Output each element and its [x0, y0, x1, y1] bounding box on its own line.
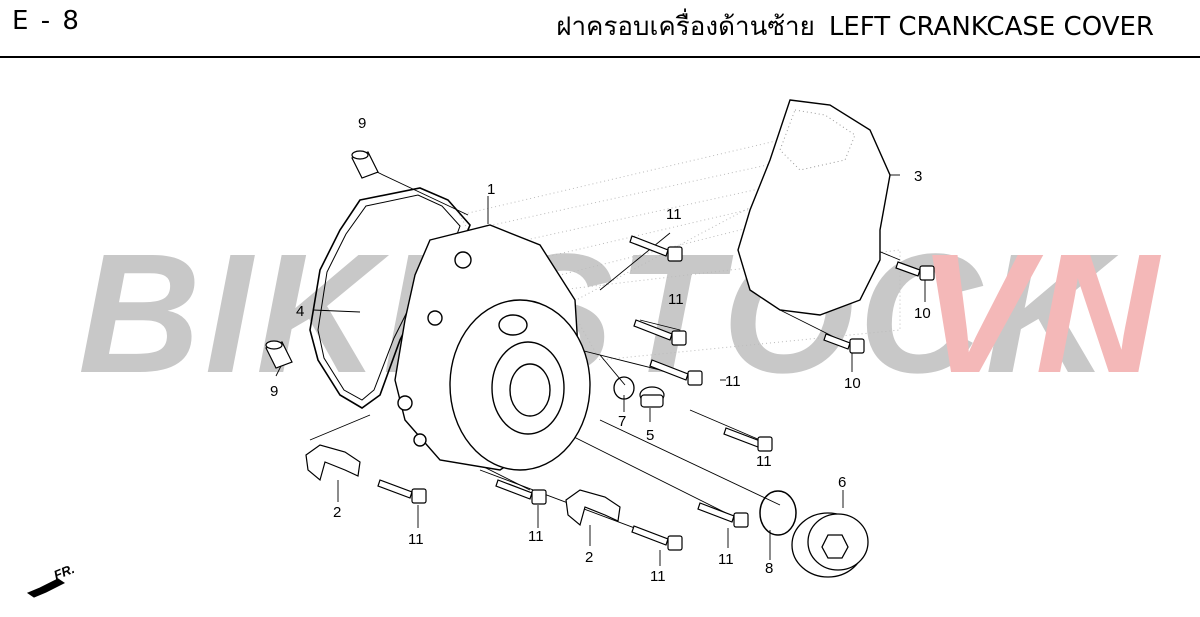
- bolt-10-a: [895, 261, 935, 281]
- bolt-11-g: [631, 525, 683, 551]
- callout-11-d: 11: [756, 453, 772, 470]
- bolt-10-b: [823, 333, 865, 354]
- watermark-text-gray: BIKESTOCK: [78, 219, 1119, 409]
- bolt-group: [377, 235, 935, 551]
- callout-5: 5: [646, 427, 654, 444]
- title-english: LEFT CRANKCASE COVER: [828, 12, 1154, 42]
- clamp-left: [305, 444, 361, 482]
- callout-9-upper: 9: [358, 115, 366, 132]
- front-arrow-icon: [26, 578, 65, 598]
- callout-labels: 9 1 4 9 3 11 11 11 11 11 11 11 11 10 10 …: [270, 115, 931, 585]
- callout-8: 8: [765, 560, 773, 577]
- front-direction-marker: FR.: [26, 561, 77, 598]
- gasket: [309, 187, 471, 409]
- bolt-11-a: [629, 235, 683, 262]
- callout-9-lower: 9: [270, 383, 278, 400]
- callout-11-f: 11: [528, 528, 544, 545]
- watermark: BIKESTOCK VN: [78, 219, 1162, 409]
- front-label: FR.: [52, 561, 77, 583]
- cap-6: [791, 512, 869, 578]
- dowel-pin-lower: [265, 340, 293, 369]
- watermark-text-red: VN: [918, 219, 1162, 409]
- callout-4: 4: [296, 303, 304, 320]
- page-code: E - 8: [12, 6, 81, 36]
- callout-3: 3: [914, 168, 922, 185]
- page-title: ฝาครอบเครื่องด้านซ้าย LEFT CRANKCASE COVE…: [556, 6, 1154, 47]
- callout-10-a: 10: [914, 305, 931, 322]
- callout-6: 6: [838, 474, 846, 491]
- bolt-11-f: [495, 479, 547, 505]
- callout-11-g: 11: [650, 568, 666, 585]
- header-rule: [0, 56, 1200, 58]
- crankcase-cover: [394, 224, 591, 471]
- bolt-11-c: [649, 359, 703, 386]
- callout-11-e: 11: [408, 531, 424, 548]
- callout-11-a: 11: [666, 206, 682, 223]
- bolt-11-d: [723, 427, 773, 452]
- callout-2-left: 2: [333, 504, 341, 521]
- bolt-11-h: [697, 502, 749, 528]
- callout-10-b: 10: [844, 375, 861, 392]
- assembly-lines: [275, 164, 926, 566]
- callout-11-b: 11: [668, 291, 684, 308]
- callout-11-c: 11: [725, 373, 741, 390]
- bolt-11-b: [633, 319, 687, 346]
- o-ring-8: [759, 490, 797, 536]
- gasket-inner: [317, 194, 461, 401]
- clamp-right: [565, 489, 621, 527]
- callout-7: 7: [618, 413, 626, 430]
- bolt-11-e: [377, 479, 427, 504]
- callout-11-h: 11: [718, 551, 734, 568]
- callout-1: 1: [487, 181, 495, 198]
- sprocket-cover: [737, 99, 891, 316]
- page-header: E - 8 ฝาครอบเครื่องด้านซ้าย LEFT CRANKCAS…: [0, 0, 1200, 58]
- dowel-pin-upper: [351, 150, 379, 179]
- title-thai: ฝาครอบเครื่องด้านซ้าย: [556, 12, 815, 42]
- o-ring-7: [613, 376, 635, 400]
- plug-5: [639, 386, 665, 408]
- callout-2-right: 2: [585, 549, 593, 566]
